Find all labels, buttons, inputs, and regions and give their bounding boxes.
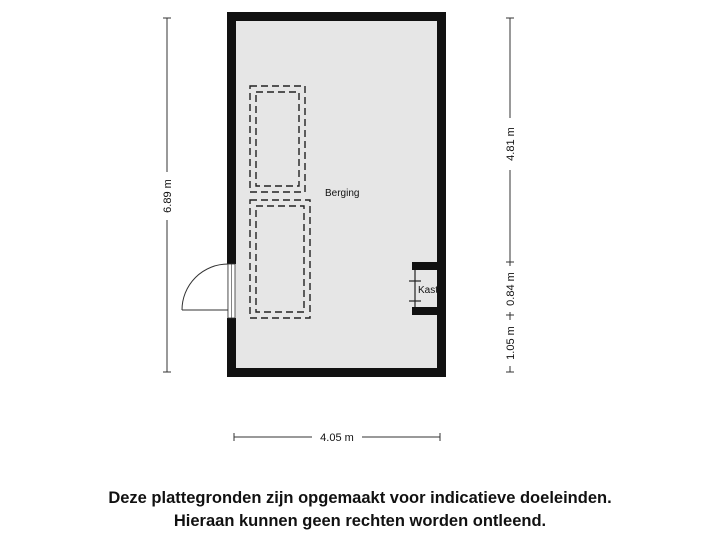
closet-wall-top [412,262,440,270]
dimension-right-middle-label: 0.84 m [505,272,517,306]
room-floor [227,12,446,377]
dimension-right-lower-label: 1.05 m [505,326,517,360]
walls [227,12,446,377]
wall-left-lower [227,318,236,377]
dashed-area-upper [249,85,306,193]
wall-top [227,12,446,21]
closet-wall-bottom [412,307,440,315]
wall-right [437,12,446,377]
dimension-bottom-label: 4.05 m [320,432,354,444]
wall-bottom [227,368,446,377]
door-swing-arc [181,263,229,311]
dimension-right [506,17,514,373]
dimension-left-label: 6.89 m [162,179,174,213]
closet [409,262,440,315]
door [181,263,236,319]
disclaimer-line-2: Hieraan kunnen geen rechten worden ontle… [173,512,547,530]
dashed-area-lower [249,199,311,319]
wall-left-upper [227,12,236,264]
room-label-berging: Berging [325,188,359,199]
disclaimer-line-1: Deze plattegronden zijn opgemaakt voor i… [108,489,612,507]
room-label-kast: Kast [418,285,438,296]
dimension-right-upper-label: 4.81 m [505,127,517,161]
